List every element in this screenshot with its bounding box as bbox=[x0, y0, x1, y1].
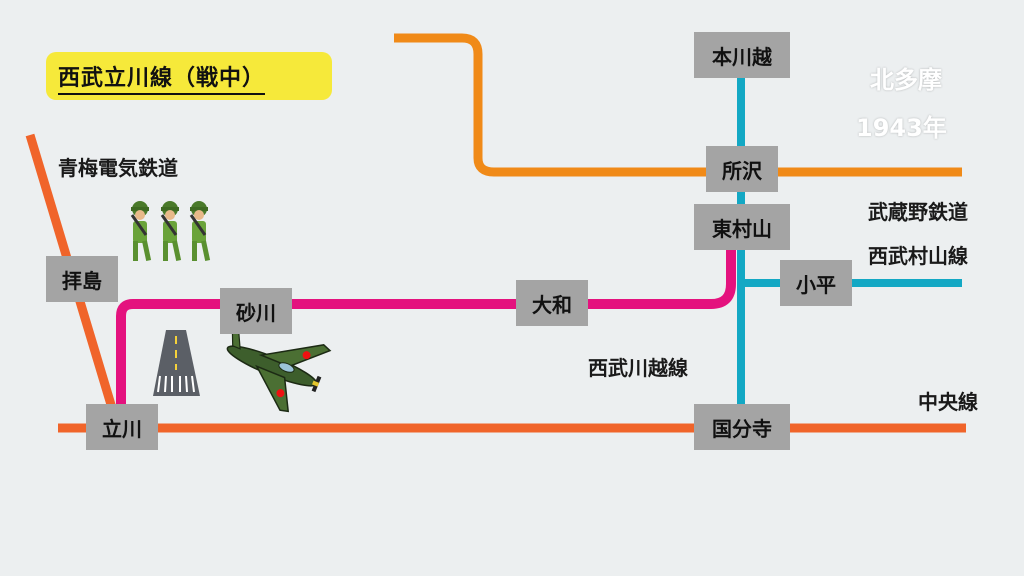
murayama-line-label: 西武村山線 bbox=[868, 244, 968, 268]
region-year: 1943年 bbox=[856, 114, 947, 142]
fighter-plane-icon bbox=[226, 329, 332, 413]
station-tokorozawa: 所沢 bbox=[706, 146, 778, 192]
musashino-line-label: 武蔵野鉄道 bbox=[868, 200, 968, 224]
station-kodaira: 小平 bbox=[780, 260, 852, 306]
page-title: 西武立川線（戦中） bbox=[58, 60, 266, 95]
oume-line-label: 青梅電気鉄道 bbox=[58, 156, 178, 180]
station-kokubunji: 国分寺 bbox=[694, 404, 790, 450]
runway-icon bbox=[153, 330, 200, 396]
station-tachikawa: 立川 bbox=[86, 404, 158, 450]
kawagoe-line-label: 西武川越線 bbox=[588, 356, 688, 380]
soldiers-icon bbox=[130, 201, 211, 261]
region-name: 北多摩 bbox=[870, 66, 942, 94]
station-sunagawa: 砂川 bbox=[220, 288, 292, 334]
station-higashimurayama: 東村山 bbox=[694, 204, 790, 250]
chuo-line-label: 中央線 bbox=[918, 390, 978, 414]
musashino-line bbox=[394, 33, 962, 177]
tachikawa-line bbox=[116, 226, 736, 428]
title-badge bbox=[46, 52, 332, 100]
station-yamato: 大和 bbox=[516, 280, 588, 326]
station-honkawagoe: 本川越 bbox=[694, 32, 790, 78]
station-haijima: 拝島 bbox=[46, 256, 118, 302]
